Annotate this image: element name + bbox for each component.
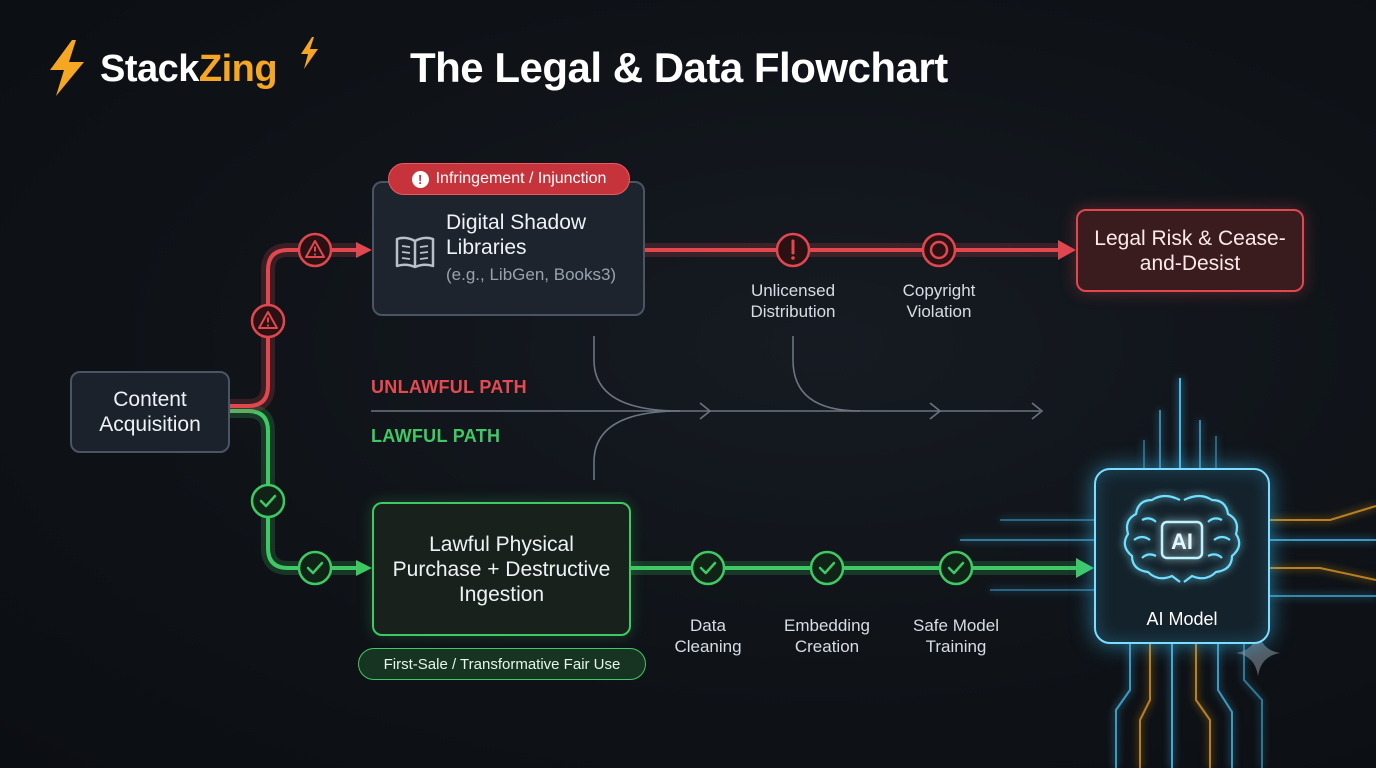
stage-copyright-violation: Copyright Violation [902, 281, 976, 321]
exclamation-badge-icon: ! [411, 170, 429, 188]
lawful-path-line [223, 404, 1085, 575]
check-icon-training [938, 550, 974, 586]
lawful-arrowhead-2 [1076, 558, 1094, 578]
circuit-traces [960, 378, 1376, 768]
infringement-badge: ! Infringement / Injunction [388, 163, 630, 195]
exclamation-circle-icon [775, 232, 811, 268]
page-title: The Legal & Data Flowchart [410, 44, 948, 91]
check-icon-embedding [809, 550, 845, 586]
check-icon-entry [297, 550, 333, 586]
brand-name: StackZing [100, 48, 278, 90]
stage-safe-model-training: Safe Model Training [913, 616, 999, 656]
lightning-bolt-icon [50, 40, 84, 96]
check-icon-vertical [250, 483, 286, 519]
legal-risk-node: Legal Risk & Cease-and-Desist [1076, 209, 1304, 292]
merge-lines [371, 336, 1044, 480]
legal-risk-label: Legal Risk & Cease-and-Desist [1094, 226, 1286, 275]
shadow-libraries-title: Digital Shadow Libraries [446, 211, 587, 259]
unlawful-path-label: UNLAWFUL PATH [371, 377, 527, 397]
sparkle-icon [1236, 630, 1280, 676]
warning-icon-upper [297, 232, 333, 268]
lawful-purchase-node: Lawful Physical Purchase + Destructive I… [372, 502, 631, 636]
stage-data-cleaning: Data Cleaning [674, 616, 742, 656]
stage-unlicensed-distribution: Unlicensed Distribution [750, 281, 836, 321]
lawful-path-label: LAWFUL PATH [371, 426, 501, 446]
warning-icon-lower [250, 303, 286, 339]
content-acquisition-node: Content Acquisition [70, 371, 230, 453]
svg-text:AI: AI [1171, 529, 1193, 554]
fair-use-badge: First-Sale / Transformative Fair Use [358, 648, 646, 680]
fair-use-badge-label: First-Sale / Transformative Fair Use [383, 655, 621, 673]
shadow-libraries-node: Digital Shadow Libraries (e.g., LibGen, … [372, 181, 645, 316]
shadow-libraries-text: Digital Shadow Libraries (e.g., LibGen, … [446, 210, 626, 287]
unlawful-arrowhead-1 [356, 242, 372, 258]
ai-model-label: AI Model [1146, 609, 1218, 629]
unlawful-arrowhead-2 [1058, 240, 1076, 260]
open-book-icon [395, 236, 435, 269]
ring-icon [921, 232, 957, 268]
shadow-libraries-examples: (e.g., LibGen, Books3) [446, 265, 617, 284]
ai-model-node: AI AI Model [1094, 468, 1270, 644]
infringement-badge-label: Infringement / Injunction [435, 170, 607, 187]
check-icon-cleaning [690, 550, 726, 586]
lightning-bolt-small-icon [301, 37, 318, 69]
lawful-arrowhead-1 [356, 560, 372, 576]
lawful-purchase-label: Lawful Physical Purchase + Destructive I… [392, 532, 611, 606]
content-acquisition-label: Content Acquisition [99, 388, 201, 436]
stage-embedding-creation: Embedding Creation [783, 616, 870, 656]
brain-chip-icon: AI [1123, 494, 1241, 583]
